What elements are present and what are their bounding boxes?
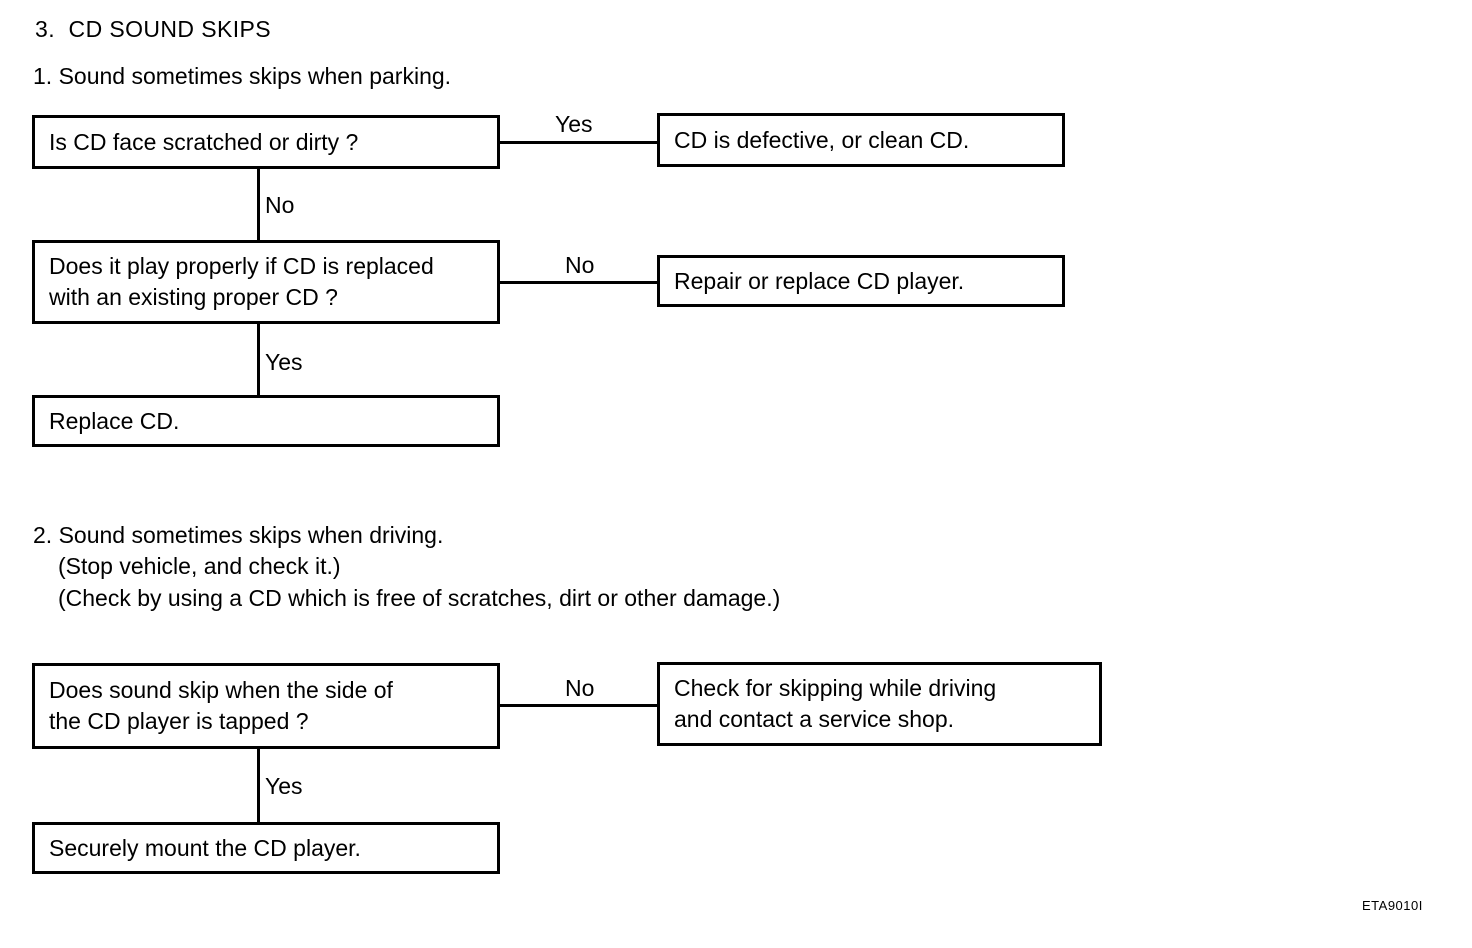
flow-box-a2-repair-replace-label: Repair or replace CD player. <box>674 267 965 294</box>
flow-box-q3-tapped[interactable]: Does sound skip when the side of the CD … <box>32 663 500 749</box>
connector-q2-yes <box>257 324 260 395</box>
flow-box-a5-securely-mount-label: Securely mount the CD player. <box>49 834 361 861</box>
problem2-note-2: (Check by using a CD which is free of sc… <box>58 585 781 611</box>
connector-q1-yes <box>500 141 660 144</box>
problem2-note-1: (Stop vehicle, and check it.) <box>58 553 341 579</box>
flow-box-q1-scratched[interactable]: Is CD face scratched or dirty ? <box>32 115 500 169</box>
flow-box-a3-replace-cd[interactable]: Replace CD. <box>32 395 500 447</box>
edge-label-q2-no: No <box>565 252 595 278</box>
flow-box-a1-defective[interactable]: CD is defective, or clean CD. <box>657 113 1065 167</box>
edge-label-q1-yes: Yes <box>555 111 593 137</box>
flow-box-q2-play-properly-label: Does it play properly if CD is replaced … <box>49 253 434 310</box>
flow-box-q2-play-properly[interactable]: Does it play properly if CD is replaced … <box>32 240 500 324</box>
flow-box-q3-tapped-label: Does sound skip when the side of the CD … <box>49 677 393 734</box>
connector-q3-yes <box>257 749 260 823</box>
connector-q3-no <box>500 704 660 707</box>
edge-label-q3-no: No <box>565 675 595 701</box>
flow-box-a4-check-skipping-label: Check for skipping while driving and con… <box>674 675 997 732</box>
edge-label-q2-yes: Yes <box>265 349 303 375</box>
flow-box-a4-check-skipping[interactable]: Check for skipping while driving and con… <box>657 662 1102 746</box>
problem1-heading: 1. Sound sometimes skips when parking. <box>33 63 452 89</box>
page-title: 3. CD SOUND SKIPS <box>35 16 271 42</box>
connector-q2-no <box>500 281 660 284</box>
flow-box-a1-defective-label: CD is defective, or clean CD. <box>674 126 970 153</box>
flow-box-a2-repair-replace[interactable]: Repair or replace CD player. <box>657 255 1065 307</box>
edge-label-q3-yes: Yes <box>265 773 303 799</box>
connector-q1-no <box>257 168 260 242</box>
footer-reference-code: ETA9010I <box>1362 898 1423 913</box>
flow-box-q1-scratched-label: Is CD face scratched or dirty ? <box>49 128 359 155</box>
problem2-heading: 2. Sound sometimes skips when driving. <box>33 522 444 548</box>
edge-label-q1-no: No <box>265 192 295 218</box>
flow-box-a5-securely-mount[interactable]: Securely mount the CD player. <box>32 822 500 874</box>
flow-box-a3-replace-cd-label: Replace CD. <box>49 407 180 434</box>
